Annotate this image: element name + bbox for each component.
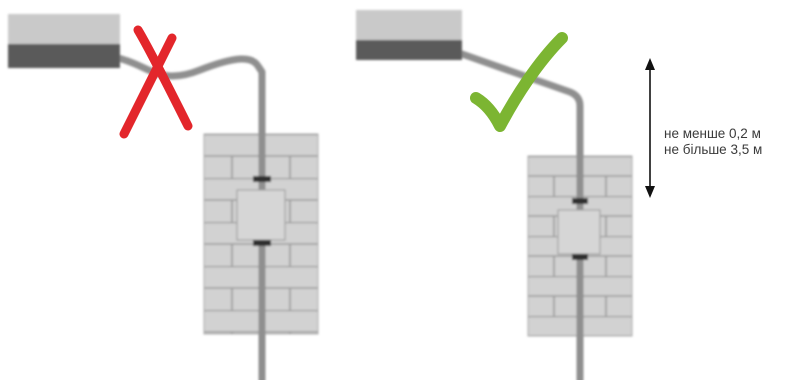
pipe-coupling-top-right — [572, 198, 588, 204]
incorrect-installation — [8, 14, 319, 380]
pipe-coupling-bottom-right — [572, 254, 588, 260]
drain-pipe-left — [114, 54, 266, 380]
ac-indoor-unit-right — [356, 10, 462, 60]
check-mark-icon — [470, 32, 568, 132]
height-dimension-arrow — [645, 58, 655, 198]
min-distance-label: не менше 0,2 м — [664, 126, 761, 141]
pipe-coupling-bottom-left — [253, 240, 271, 246]
max-distance-label: не більше 3,5 м — [664, 142, 763, 157]
ac-indoor-unit-left — [8, 14, 120, 68]
junction-box-right — [557, 209, 601, 255]
drain-pipe-right — [458, 50, 584, 380]
correct-installation — [356, 10, 633, 380]
cross-mark-icon — [119, 25, 193, 139]
pipe-coupling-top-left — [253, 176, 271, 182]
junction-box-left — [236, 189, 286, 241]
